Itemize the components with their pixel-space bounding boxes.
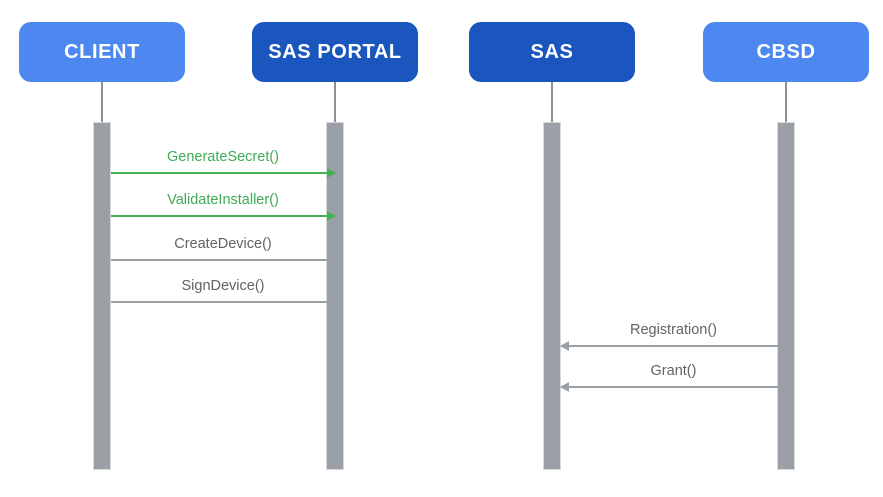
message-label-grant: Grant() bbox=[650, 363, 697, 379]
participant-box-sas-portal[interactable]: SAS PORTAL bbox=[252, 22, 418, 82]
message-line-validate-installer bbox=[111, 215, 335, 217]
message-line-grant bbox=[561, 386, 786, 388]
activation-bar-cbsd bbox=[777, 122, 795, 470]
lifeline-cbsd bbox=[785, 82, 787, 122]
participant-label-sas: SAS bbox=[530, 40, 574, 63]
lifeline-client bbox=[101, 82, 103, 122]
message-line-sign-device bbox=[111, 301, 335, 303]
message-line-create-device bbox=[111, 259, 335, 261]
lifeline-sas bbox=[551, 82, 553, 122]
message-label-sign-device: SignDevice() bbox=[181, 278, 265, 294]
message-line-registration bbox=[561, 345, 786, 347]
participant-box-client[interactable]: CLIENT bbox=[19, 22, 185, 82]
activation-bar-client bbox=[93, 122, 111, 470]
arrow-head-right-icon bbox=[327, 255, 336, 265]
participant-label-client: CLIENT bbox=[64, 40, 140, 63]
arrow-head-right-icon bbox=[327, 297, 336, 307]
arrow-head-left-icon bbox=[560, 382, 569, 392]
message-line-generate-secret bbox=[111, 172, 335, 174]
lifeline-sas-portal bbox=[334, 82, 336, 122]
message-label-registration: Registration() bbox=[629, 322, 718, 338]
arrow-head-right-icon bbox=[327, 211, 336, 221]
arrow-head-right-icon bbox=[327, 168, 336, 178]
message-label-generate-secret: GenerateSecret() bbox=[166, 149, 280, 165]
participant-label-sas-portal: SAS PORTAL bbox=[268, 40, 402, 63]
participant-box-sas[interactable]: SAS bbox=[469, 22, 635, 82]
activation-bar-sas bbox=[543, 122, 561, 470]
participant-box-cbsd[interactable]: CBSD bbox=[703, 22, 869, 82]
activation-bar-sas-portal bbox=[326, 122, 344, 470]
message-label-validate-installer: ValidateInstaller() bbox=[167, 192, 279, 208]
participant-label-cbsd: CBSD bbox=[756, 40, 816, 63]
arrow-head-left-icon bbox=[560, 341, 569, 351]
message-label-create-device: CreateDevice() bbox=[174, 236, 272, 252]
